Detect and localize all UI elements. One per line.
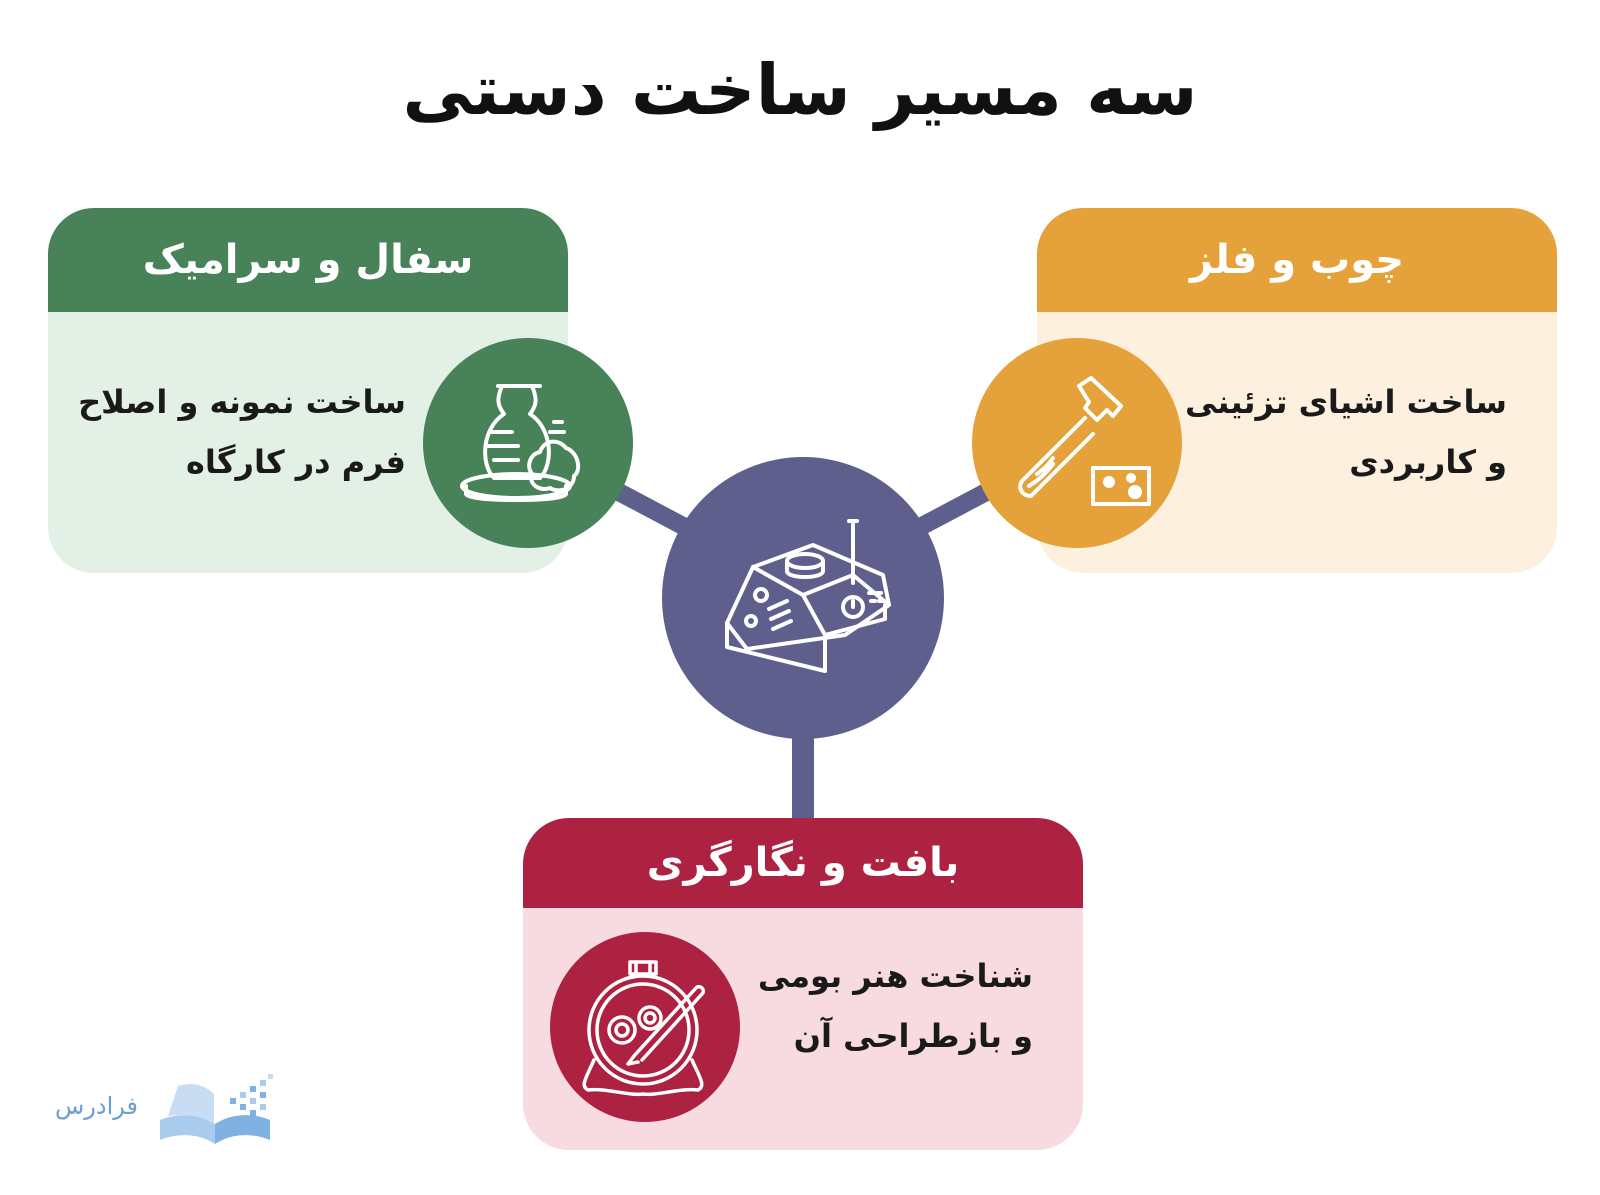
pottery-vase-icon	[460, 384, 581, 502]
logo: فرادرس	[55, 1070, 290, 1150]
card-weaving-text: شناخت هنر بومی و بازطراحی آن	[758, 946, 1033, 1066]
card-weaving-title: بافت و نگارگری	[523, 818, 1083, 908]
card-wood-title: چوب و فلز	[1037, 208, 1557, 312]
embroidery-hoop-icon	[582, 960, 706, 1097]
card-ceramic-line1: ساخت نمونه و اصلاح	[78, 383, 406, 421]
card-wood-text: ساخت اشیای تزئینی و کاربردی	[1185, 372, 1507, 492]
circle-center	[662, 457, 944, 739]
card-wood-line1: ساخت اشیای تزئینی	[1185, 383, 1507, 421]
logo-text: فرادرس	[55, 1092, 138, 1120]
circle-wood	[972, 338, 1182, 548]
circle-ceramic	[423, 338, 633, 548]
card-ceramic-text: ساخت نمونه و اصلاح فرم در کارگاه	[78, 372, 406, 492]
card-wood-line2: و کاربردی	[1349, 443, 1507, 481]
card-weaving-line1: شناخت هنر بومی	[757, 957, 1033, 995]
hammer-icon	[1018, 376, 1151, 506]
sewing-machine-icon	[725, 519, 891, 673]
page-title: سه مسیر ساخت دستی	[402, 49, 1198, 131]
card-weaving-line2: و بازطراحی آن	[793, 1017, 1033, 1055]
book-logo-icon	[160, 1074, 273, 1144]
circle-weaving	[550, 932, 740, 1122]
card-ceramic-title: سفال و سرامیک	[48, 208, 568, 312]
card-ceramic-line2: فرم در کارگاه	[186, 443, 406, 481]
